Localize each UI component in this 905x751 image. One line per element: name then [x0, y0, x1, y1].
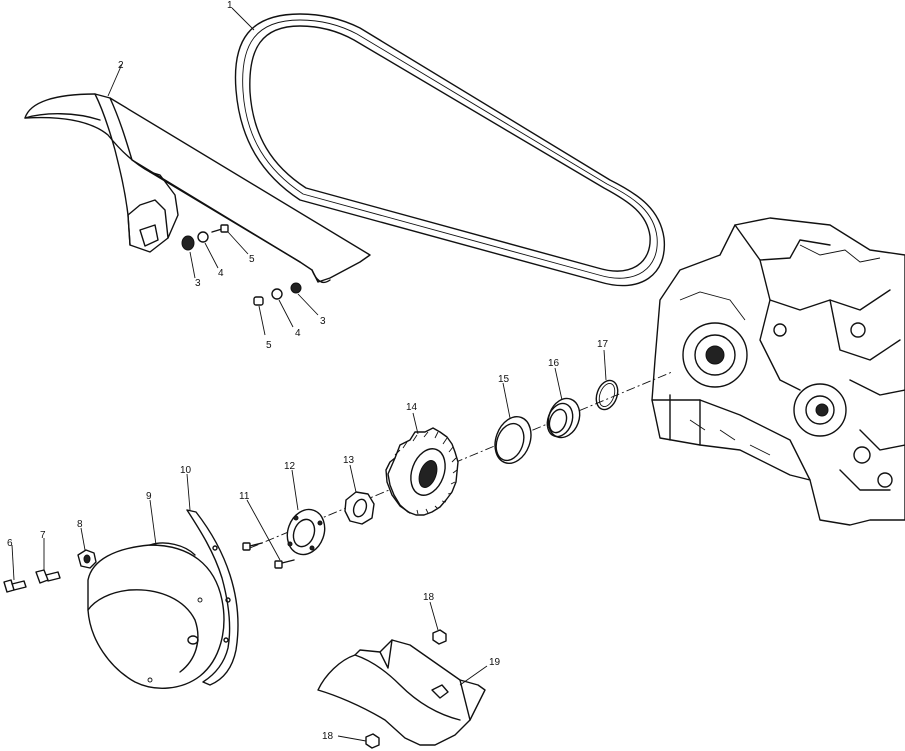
seal	[546, 397, 581, 439]
cover-nut	[77, 549, 97, 569]
callout-3-lower: 3	[320, 316, 326, 327]
engine-assembly	[651, 217, 905, 526]
belt-guard	[24, 93, 371, 284]
guard-hardware-lower	[253, 282, 302, 306]
callout-labels: 1 2 3 4 5 3 4 5 6 7 8 9 10 11 12 13 14 1…	[7, 0, 609, 742]
callout-10: 10	[180, 465, 192, 476]
cover-bolt-7	[35, 569, 61, 584]
callout-8: 8	[77, 519, 83, 530]
lower-guard	[317, 639, 486, 746]
callout-18-upper: 18	[423, 592, 435, 603]
retainer-plate	[286, 508, 326, 556]
callout-2: 2	[118, 60, 124, 71]
drive-sprocket	[385, 427, 459, 516]
callout-16: 16	[548, 358, 560, 369]
callout-13: 13	[343, 455, 355, 466]
spacer	[494, 416, 532, 464]
callout-6: 6	[7, 538, 13, 549]
callout-4-upper: 4	[218, 268, 224, 279]
callout-3-upper: 3	[195, 278, 201, 289]
callout-18-lower: 18	[322, 731, 334, 742]
drive-belt	[234, 13, 666, 287]
callout-4-lower: 4	[295, 328, 301, 339]
cover-gasket	[186, 509, 239, 686]
callout-11: 11	[239, 491, 250, 502]
callout-1: 1	[227, 0, 233, 11]
callout-17: 17	[597, 339, 609, 350]
hex-nut	[344, 491, 375, 525]
lower-guard-fasteners	[365, 629, 447, 749]
inner-cover	[87, 542, 225, 689]
callout-15: 15	[498, 374, 510, 385]
o-ring	[595, 379, 619, 411]
guard-hardware-upper	[181, 224, 229, 251]
callout-7: 7	[40, 530, 46, 541]
callout-5-upper: 5	[249, 254, 255, 265]
callout-5-lower: 5	[266, 340, 272, 351]
callout-14: 14	[406, 402, 418, 413]
cover-bolt-6	[3, 579, 27, 593]
callout-12: 12	[284, 461, 296, 472]
callout-9: 9	[146, 491, 152, 502]
leader-lines	[11, 7, 607, 742]
plate-screws	[242, 542, 295, 569]
callout-19: 19	[489, 657, 501, 668]
